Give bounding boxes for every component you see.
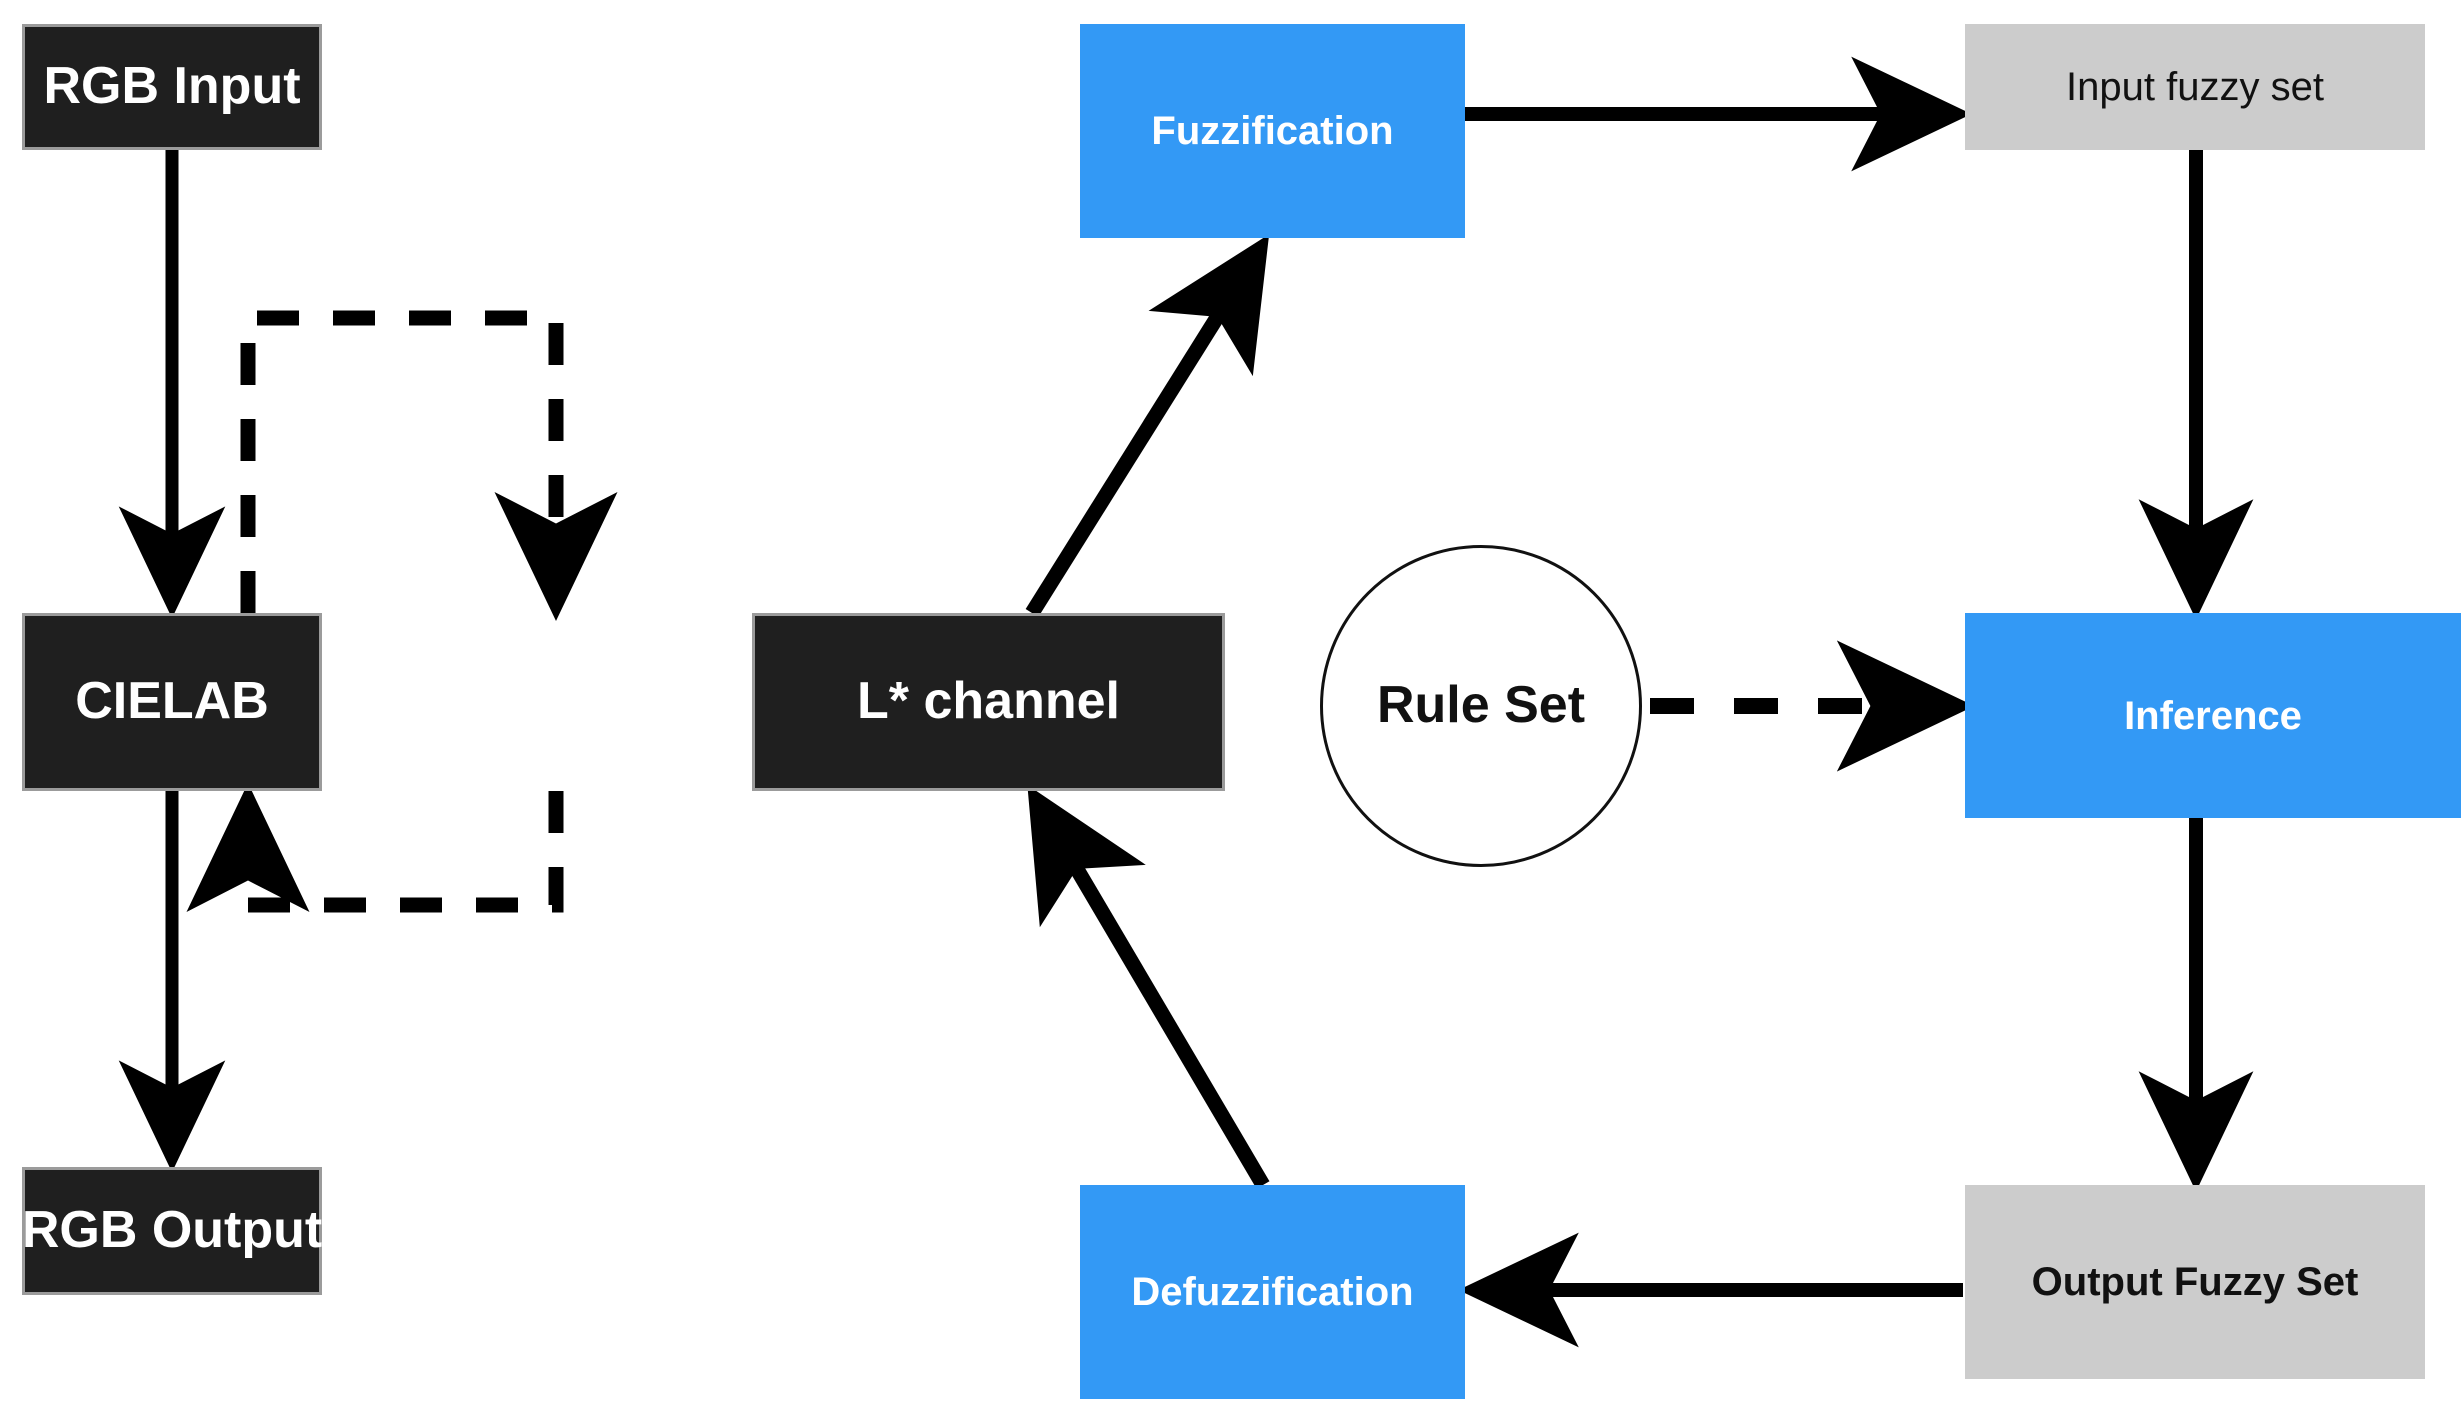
node-defuzzification[interactable]: Defuzzification bbox=[1080, 1185, 1465, 1399]
node-rgb-output-label: RGB Output bbox=[21, 1201, 323, 1260]
node-output-fuzzy-set[interactable]: Output Fuzzy Set bbox=[1965, 1185, 2425, 1379]
node-input-fuzzy-set[interactable]: Input fuzzy set bbox=[1965, 24, 2425, 150]
node-fuzzification[interactable]: Fuzzification bbox=[1080, 24, 1465, 238]
edge-defuzzification-to-l-channel bbox=[1027, 784, 1270, 1189]
edge-l-channel-to-fuzzification bbox=[1025, 234, 1270, 617]
node-rgb-input-label: RGB Input bbox=[43, 57, 301, 116]
node-rule-set[interactable]: Rule Set bbox=[1320, 545, 1642, 867]
node-rule-set-label: Rule Set bbox=[1376, 676, 1586, 735]
node-input-fuzzy-set-label: Input fuzzy set bbox=[2066, 65, 2324, 109]
edge-cielab-to-l-channel-dashed bbox=[240, 310, 618, 622]
node-fuzzification-label: Fuzzification bbox=[1151, 109, 1394, 153]
node-l-channel[interactable]: L* channel bbox=[752, 613, 1225, 791]
node-inference-label: Inference bbox=[2124, 693, 2302, 738]
node-defuzzification-label: Defuzzification bbox=[1131, 1270, 1414, 1314]
node-inference[interactable]: Inference bbox=[1965, 613, 2461, 818]
node-cielab[interactable]: CIELAB bbox=[22, 613, 322, 791]
node-output-fuzzy-set-label: Output Fuzzy Set bbox=[2031, 1260, 2359, 1304]
node-rgb-input[interactable]: RGB Input bbox=[22, 24, 322, 150]
node-cielab-label: CIELAB bbox=[75, 672, 269, 731]
node-l-channel-label: L* channel bbox=[857, 672, 1120, 731]
node-rgb-output[interactable]: RGB Output bbox=[22, 1167, 322, 1295]
edge-l-channel-to-cielab-dashed bbox=[186, 782, 564, 913]
